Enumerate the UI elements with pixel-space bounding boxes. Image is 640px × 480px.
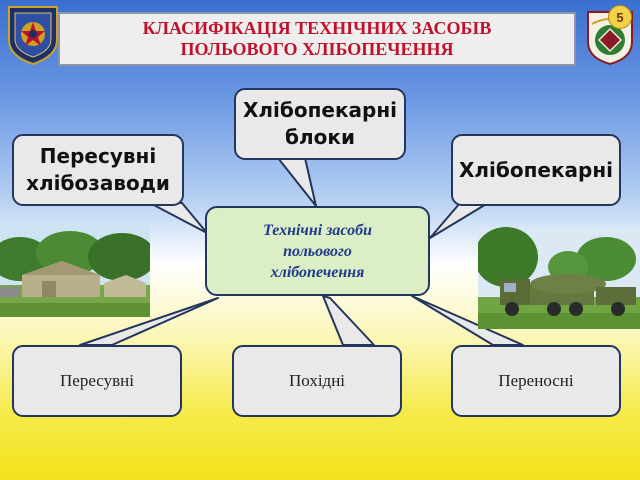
category-bakeries: Хлібопекарні	[451, 134, 621, 206]
title-line-2: ПОЛЬОВОГО ХЛІБОПЕЧЕННЯ	[180, 39, 454, 59]
category-portable: Переносні	[451, 345, 621, 417]
central-line-1: Технічні засоби	[263, 221, 372, 239]
category-label: Переносні	[498, 371, 574, 390]
tents-photo	[0, 223, 150, 317]
trucks-photo	[478, 227, 640, 329]
central-concept: Технічні засоби польового хлібопечення	[205, 206, 430, 296]
category-label-line-2: блоки	[285, 125, 355, 149]
central-line-3: хлібопечення	[270, 263, 365, 281]
category-field: Похідні	[232, 345, 402, 417]
central-line-2: польового	[283, 242, 352, 260]
category-bakery-units: Хлібопекарні блоки	[234, 88, 406, 160]
category-label: Пересувні	[60, 371, 134, 390]
category-label-line-1: Хлібопекарні	[242, 98, 398, 122]
category-label-line-2: хлібозаводи	[26, 171, 170, 195]
title-line-1: КЛАСИФІКАЦІЯ ТЕХНІЧНИХ ЗАСОБІВ	[142, 18, 492, 38]
category-label: Похідні	[288, 371, 346, 390]
category-mobile: Пересувні	[12, 345, 182, 417]
connector-top-center	[277, 157, 317, 207]
connector-top-left	[149, 202, 208, 234]
connector-bottom-center	[322, 295, 375, 346]
category-label-line-1: Пересувні	[39, 144, 157, 168]
shield-emblem-icon	[8, 6, 58, 66]
page-number-badge: 5	[608, 5, 632, 29]
category-mobile-bakeries: Пересувні хлібозаводи	[12, 134, 184, 206]
slide-title: КЛАСИФІКАЦІЯ ТЕХНІЧНИХ ЗАСОБІВ ПОЛЬОВОГО…	[58, 12, 576, 66]
category-label-line-1: Хлібопекарні	[458, 157, 614, 182]
